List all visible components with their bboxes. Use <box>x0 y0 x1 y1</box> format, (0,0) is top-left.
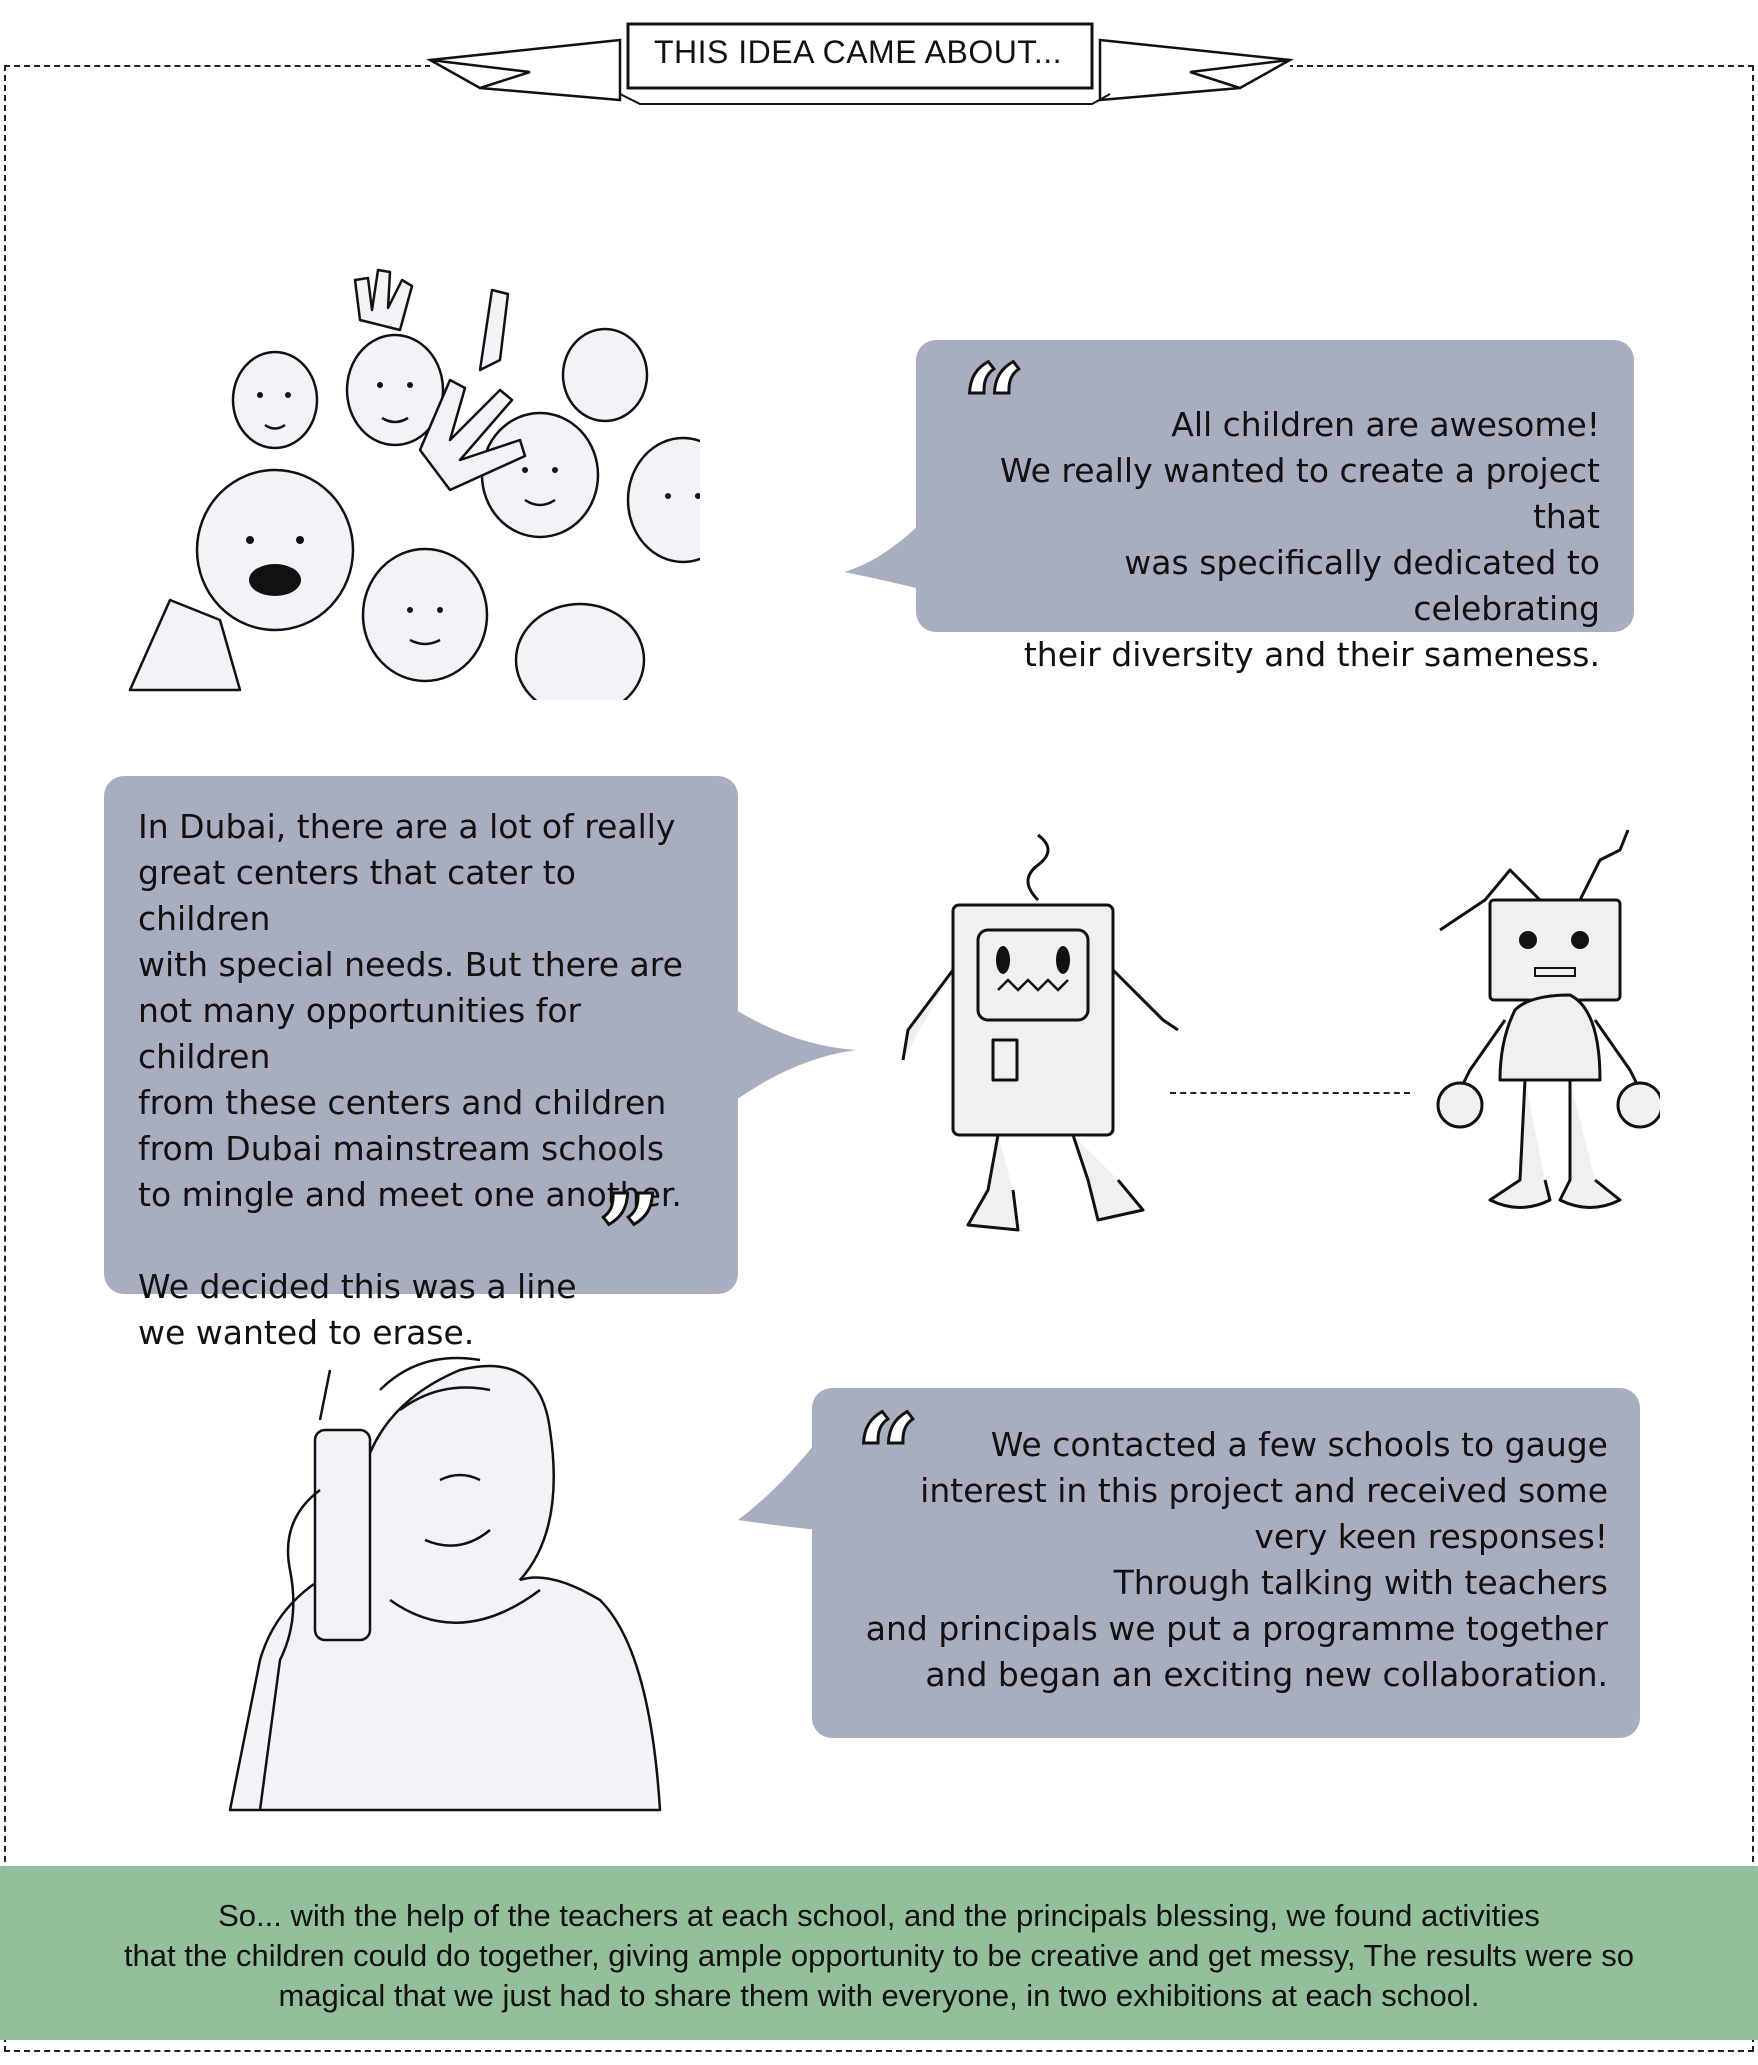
bubble-dubai-closing-text: We decided this was a line we wanted to … <box>138 1267 577 1352</box>
speech-bubble-dubai: In Dubai, there are a lot of really grea… <box>104 776 738 1352</box>
bubble-tail-right <box>736 1010 856 1100</box>
person-on-phone-illustration <box>228 1356 662 1812</box>
bubble-dubai-text: In Dubai, there are a lot of really grea… <box>138 807 683 1214</box>
bubble-schools-text: We contacted a few schools to gauge inte… <box>865 1425 1608 1694</box>
speech-bubble-children: All children are awesome! We really want… <box>916 340 1634 674</box>
speech-bubble-schools: We contacted a few schools to gauge inte… <box>812 1388 1640 1738</box>
open-quote-icon: “ <box>960 340 1026 469</box>
dashed-connector <box>1170 1092 1410 1094</box>
robot-illustration-right <box>1436 829 1660 1209</box>
summary-text: So... with the help of the teachers at e… <box>123 1898 1635 2013</box>
open-quote-icon-lower: “ <box>854 1390 920 1519</box>
close-quote-icon: ” <box>596 1170 662 1299</box>
bubble-children-text: All children are awesome! We really want… <box>999 405 1600 674</box>
ribbon-banner <box>425 22 1295 105</box>
robot-illustration-left <box>901 833 1179 1232</box>
children-illustration <box>128 268 700 700</box>
bubble-tail-left <box>844 520 924 590</box>
bubble-tail-left-lower <box>738 1440 818 1530</box>
banner-title: THIS IDEA CAME ABOUT... <box>653 33 1063 70</box>
summary-bar: So... with the help of the teachers at e… <box>0 1866 1758 2040</box>
